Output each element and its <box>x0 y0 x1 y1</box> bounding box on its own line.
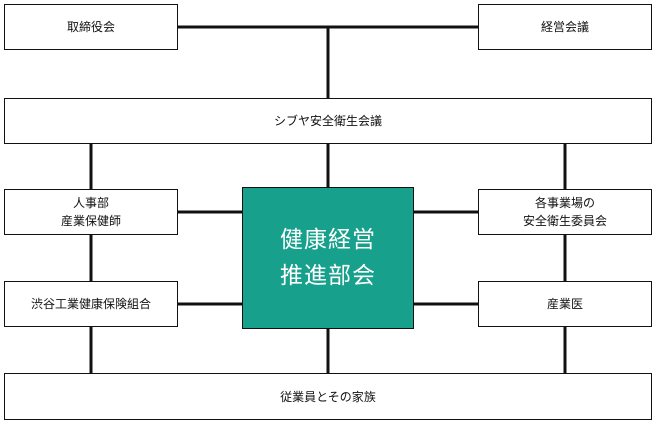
management-label: 経営会議 <box>540 20 589 34</box>
hr-department-box: 人事部 産業保健師 <box>4 189 178 235</box>
center-label-line2: 推進部会 <box>280 263 376 289</box>
health-insurance-union-box: 渋谷工業健康保険組合 <box>4 281 178 327</box>
board-label: 取締役会 <box>66 20 115 34</box>
safety-council-box: シブヤ安全衛生会議 <box>4 98 652 144</box>
site-committee-label-line2: 安全衛生委員会 <box>522 214 607 228</box>
employees-label: 従業員とその家族 <box>280 389 376 404</box>
center-label-line1: 健康経営 <box>280 227 376 253</box>
hr-label-line1: 人事部 <box>72 196 109 210</box>
safety-council-label: シブヤ安全衛生会議 <box>273 114 382 128</box>
health-management-promotion-box: 健康経営 推進部会 <box>242 187 414 329</box>
site-committee-label-line1: 各事業場の <box>534 196 595 210</box>
employees-and-families-box: 従業員とその家族 <box>4 373 652 420</box>
site-committee-box: 各事業場の 安全衛生委員会 <box>478 189 652 235</box>
management-meeting-box: 経営会議 <box>478 4 652 50</box>
union-label: 渋谷工業健康保険組合 <box>30 297 151 311</box>
hr-label-line2: 産業保健師 <box>60 214 121 228</box>
doctor-label: 産業医 <box>546 297 583 311</box>
industrial-doctor-box: 産業医 <box>478 281 652 327</box>
board-of-directors-box: 取締役会 <box>4 4 178 50</box>
